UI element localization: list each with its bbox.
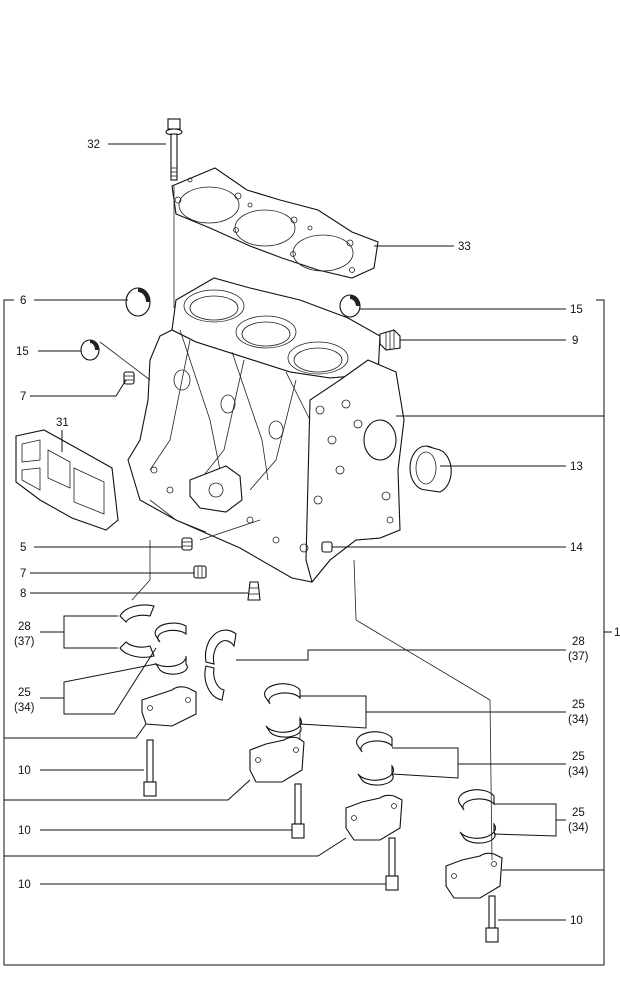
plug-9 xyxy=(379,329,401,351)
callout-34-left: (34) xyxy=(14,702,35,714)
callout-33: 33 xyxy=(458,241,471,253)
cover-31 xyxy=(15,429,119,531)
callout-37-right: (37) xyxy=(568,651,589,663)
thrust-washer-left xyxy=(119,604,155,658)
callout-1: 1 xyxy=(614,627,620,639)
callout-14: 14 xyxy=(570,542,583,554)
bearing-shell-2 xyxy=(264,683,302,738)
bearing-shell-3 xyxy=(356,731,394,786)
head-bolt xyxy=(165,118,183,308)
callout-7-upper: 7 xyxy=(20,391,26,403)
callout-10-a: 10 xyxy=(18,765,31,777)
callout-32: 32 xyxy=(87,139,100,151)
expansion-plug-6 xyxy=(125,287,151,317)
callout-9: 9 xyxy=(572,335,578,347)
plug-7-lower xyxy=(193,565,207,579)
plug-15-left xyxy=(80,339,100,361)
callout-6: 6 xyxy=(20,295,26,307)
thrust-washer-right xyxy=(204,629,237,701)
callout-34-right-3: (34) xyxy=(568,766,589,778)
plug-15-right xyxy=(339,294,361,318)
callout-25-right-3: 25 xyxy=(572,751,585,763)
callout-28-right: 28 xyxy=(572,636,585,648)
callout-8: 8 xyxy=(20,588,26,600)
callout-13: 13 xyxy=(570,461,583,473)
callout-labels: 32 33 6 15 15 9 7 31 13 5 14 7 8 1 28 (3… xyxy=(14,139,620,927)
callout-10-c: 10 xyxy=(18,879,31,891)
callout-10-b: 10 xyxy=(18,825,31,837)
bearing-cap-4 xyxy=(445,852,503,899)
callout-37-left: (37) xyxy=(14,636,35,648)
bracket-frame xyxy=(3,299,612,966)
plug-7-upper xyxy=(123,371,135,385)
callout-5: 5 xyxy=(20,542,26,554)
cylinder-block xyxy=(127,277,405,584)
bearing-cap-1 xyxy=(141,686,197,727)
bearing-bolt-3 xyxy=(385,837,399,891)
bearing-shell-upper-1 xyxy=(154,622,188,675)
callout-28-left: 28 xyxy=(18,621,31,633)
plug-14 xyxy=(321,541,333,553)
callout-15-right: 15 xyxy=(570,304,583,316)
callout-15-left: 15 xyxy=(16,346,29,358)
callout-34-right-2: (34) xyxy=(568,714,589,726)
callout-31: 31 xyxy=(56,417,69,429)
callout-25-right-2: 25 xyxy=(572,699,585,711)
bearing-bolt-2 xyxy=(291,783,305,839)
callout-25-left: 25 xyxy=(18,687,31,699)
callout-34-right-4: (34) xyxy=(568,822,589,834)
plug-8 xyxy=(247,581,261,601)
callout-7-lower: 7 xyxy=(20,568,26,580)
callout-25-right-4: 25 xyxy=(572,807,585,819)
bearing-bolt-4 xyxy=(485,895,499,943)
bearing-bolt-1 xyxy=(143,739,157,797)
bush-13 xyxy=(409,445,452,493)
bearing-cap-3 xyxy=(345,794,403,841)
callout-10-d: 10 xyxy=(570,915,583,927)
bearing-shell-4 xyxy=(458,789,496,844)
leader-lines xyxy=(4,143,604,921)
head-gasket xyxy=(171,167,379,279)
plug-5 xyxy=(181,537,193,551)
bearing-cap-2 xyxy=(249,736,305,783)
assembly-lines xyxy=(99,341,493,861)
